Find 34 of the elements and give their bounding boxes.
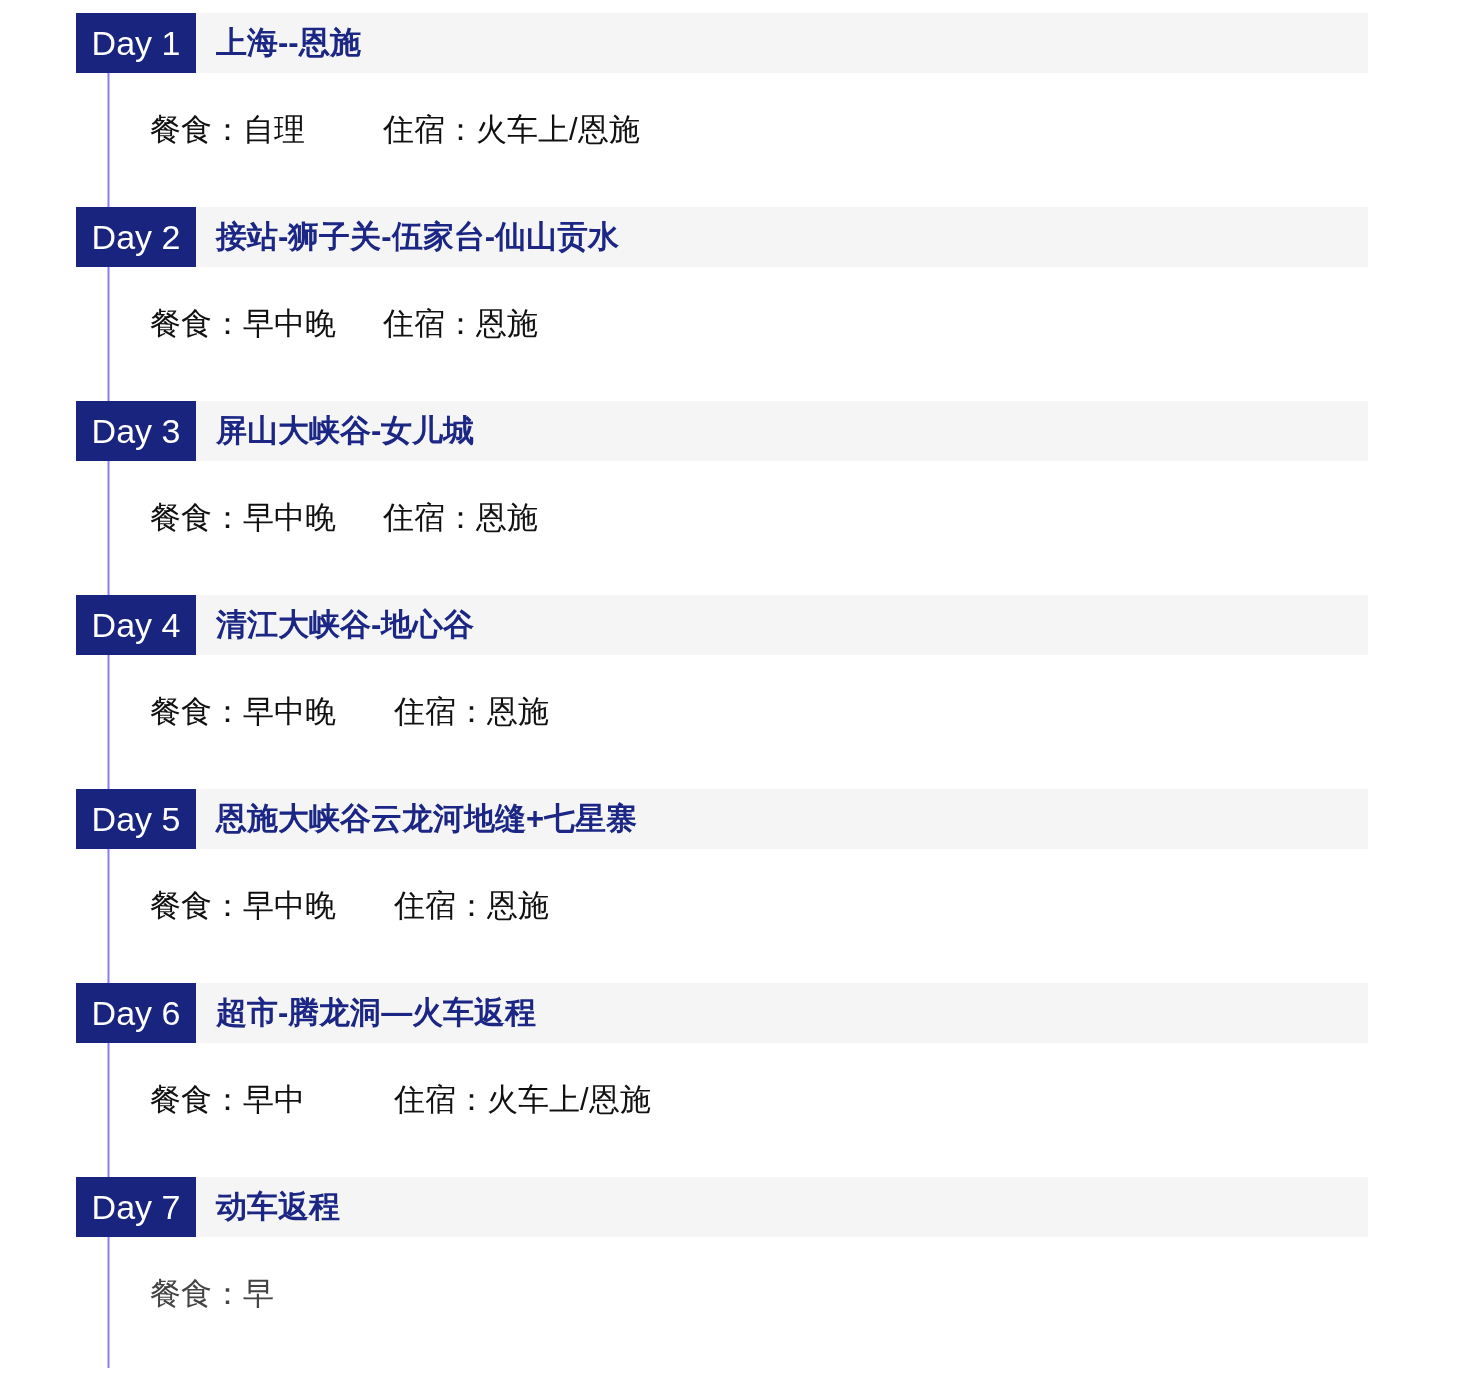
- timeline-line: [107, 72, 110, 208]
- meal-info-text: 餐食：早: [150, 1275, 274, 1313]
- title-band: 屏山大峡谷-女儿城: [196, 401, 1368, 461]
- lodging-info-text: 住宿：恩施: [383, 499, 538, 537]
- day-badge: Day 7: [76, 1177, 196, 1237]
- day-badge: Day 3: [76, 401, 196, 461]
- meal-info-text: 餐食：早中: [150, 1081, 305, 1119]
- day-badge: Day 5: [76, 789, 196, 849]
- timeline-line: [107, 1042, 110, 1178]
- meal-info-text: 餐食：早中晚: [150, 499, 336, 537]
- title-band: 清江大峡谷-地心谷: [196, 595, 1368, 655]
- day-badge: Day 1: [76, 13, 196, 73]
- day-badge: Day 2: [76, 207, 196, 267]
- title-band: 超市-腾龙洞—火车返程: [196, 983, 1368, 1043]
- timeline-line: [107, 848, 110, 984]
- timeline-line: [107, 654, 110, 790]
- day-badge: Day 6: [76, 983, 196, 1043]
- lodging-info-text: 住宿：火车上/恩施: [383, 111, 640, 149]
- lodging-info-text: 住宿：恩施: [394, 887, 549, 925]
- meal-info-text: 餐食：早中晚: [150, 887, 336, 925]
- timeline-line: [107, 266, 110, 402]
- meal-info-text: 餐食：早中晚: [150, 305, 336, 343]
- title-band: 动车返程: [196, 1177, 1368, 1237]
- lodging-info-text: 住宿：火车上/恩施: [394, 1081, 651, 1119]
- meal-info-text: 餐食：自理: [150, 111, 305, 149]
- title-band: 上海--恩施: [196, 13, 1368, 73]
- title-band: 恩施大峡谷云龙河地缝+七星寨: [196, 789, 1368, 849]
- lodging-info-text: 住宿：恩施: [394, 693, 549, 731]
- timeline-line: [107, 460, 110, 596]
- timeline-line: [107, 1236, 110, 1369]
- meal-info-text: 餐食：早中晚: [150, 693, 336, 731]
- lodging-info-text: 住宿：恩施: [383, 305, 538, 343]
- title-band: 接站-狮子关-伍家台-仙山贡水: [196, 207, 1368, 267]
- day-badge: Day 4: [76, 595, 196, 655]
